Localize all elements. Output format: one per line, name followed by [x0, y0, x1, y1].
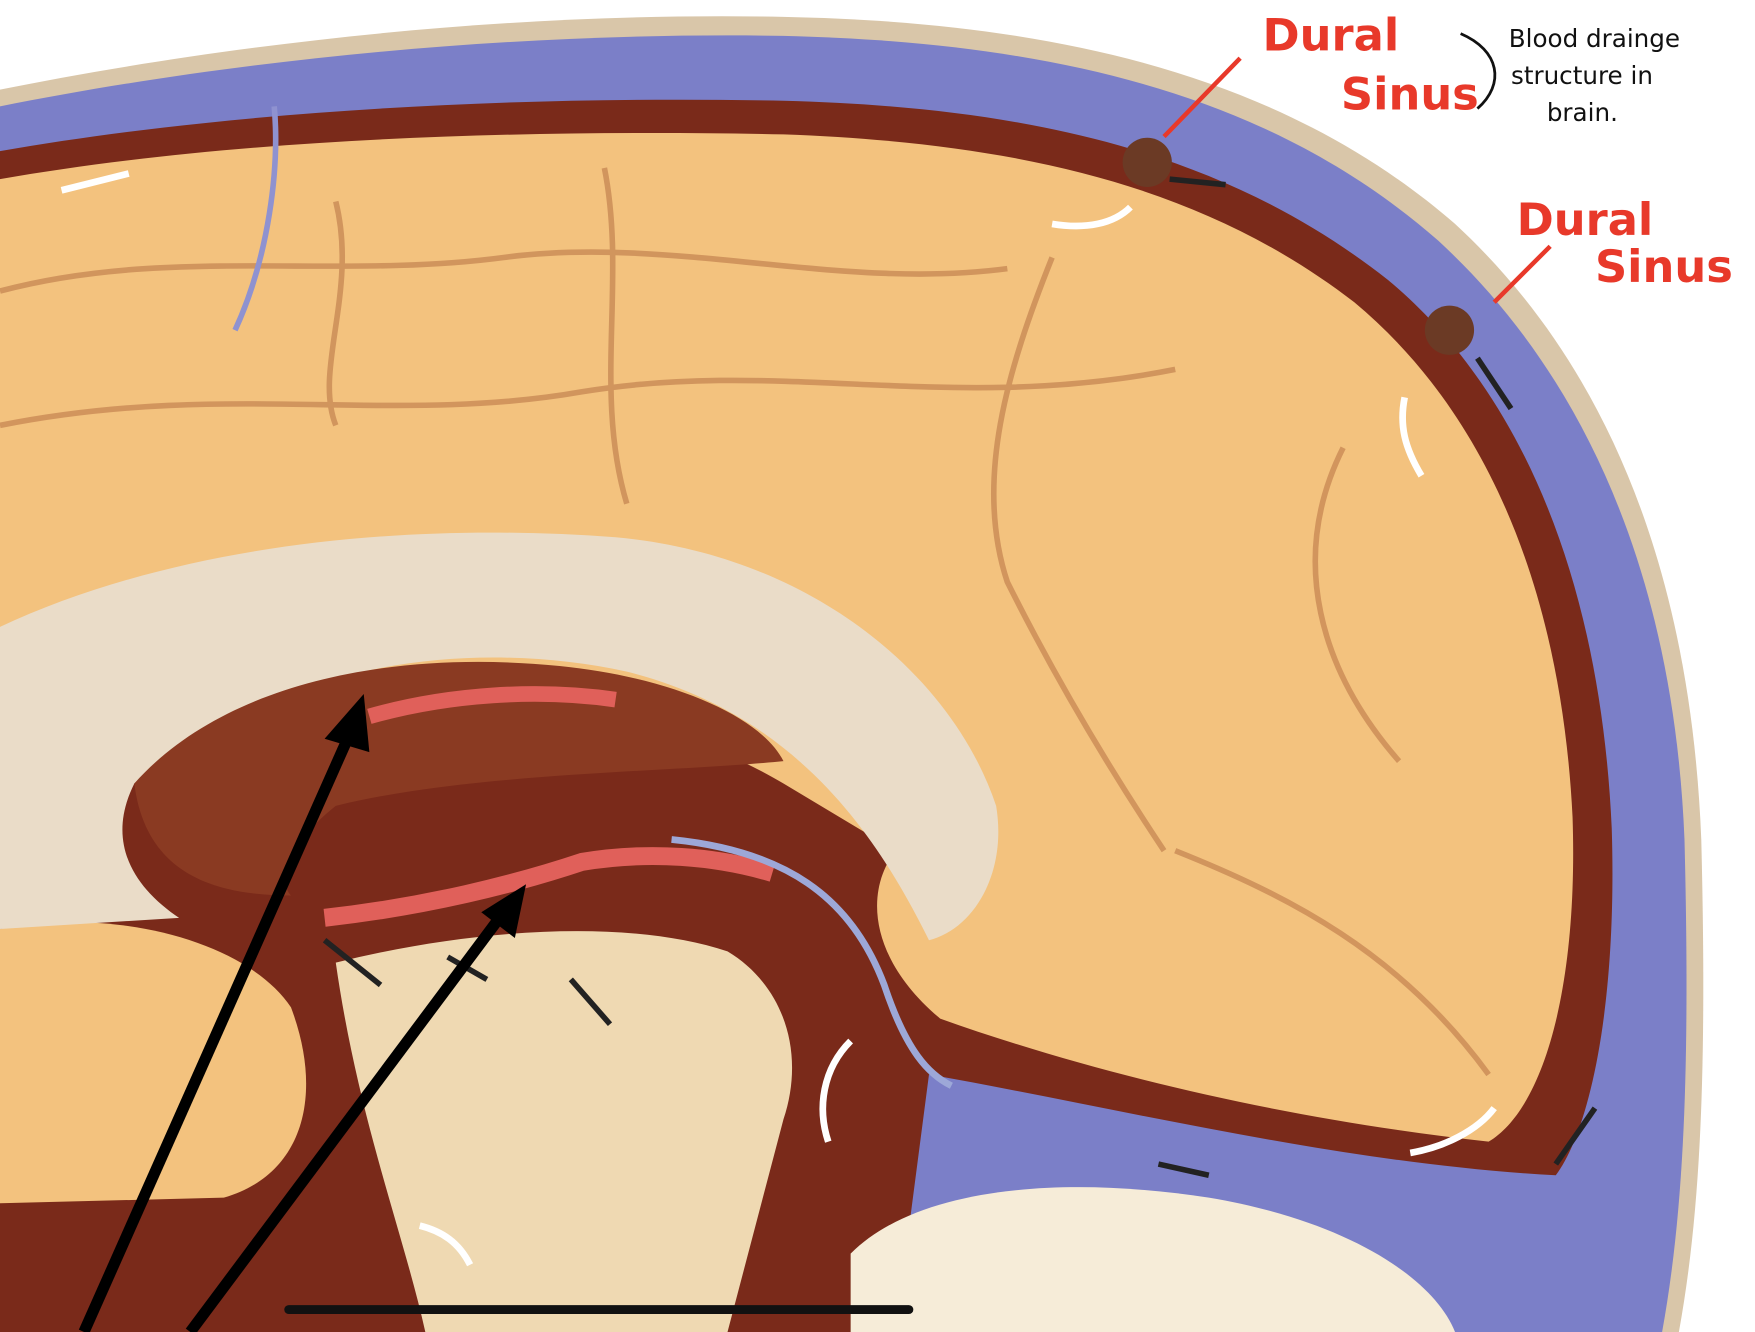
- note-line-3: brain.: [1547, 98, 1618, 127]
- pointer-arrow-1: [78, 693, 370, 1332]
- drainage-arrows: [322, 176, 1598, 1178]
- pointer-arrow-2: [185, 884, 527, 1332]
- label-dural-2: Dural: [1517, 193, 1654, 246]
- choroid-plexus-lower: [323, 847, 775, 927]
- bracket: [1460, 32, 1497, 110]
- csf-flow-arrows: [60, 170, 1497, 1267]
- note-line-1: Blood drainge: [1509, 24, 1680, 53]
- corpus-callosum: [0, 532, 999, 941]
- vein-top: [232, 106, 279, 332]
- leader-line-2: [1492, 244, 1552, 304]
- vein: [671, 836, 953, 1089]
- cerebellum: [850, 1187, 1456, 1332]
- gyri-lines: [0, 167, 1491, 1077]
- choroid-plexus-upper: [367, 686, 617, 724]
- note-line-2: structure in: [1511, 61, 1653, 90]
- label-dural-1: Dural: [1263, 8, 1400, 61]
- label-sinus-1: Sinus: [1341, 68, 1479, 121]
- lateral-ventricle: [134, 661, 784, 896]
- dural-sinus-2: [1424, 305, 1475, 355]
- label-sinus-2: Sinus: [1595, 240, 1733, 293]
- brainstem: [335, 931, 793, 1332]
- leader-line-1: [1162, 56, 1242, 139]
- dural-sinus-1: [1122, 137, 1172, 187]
